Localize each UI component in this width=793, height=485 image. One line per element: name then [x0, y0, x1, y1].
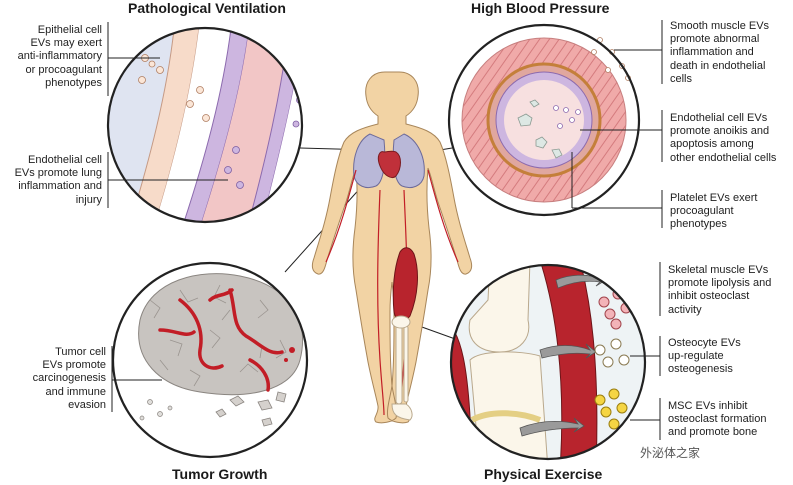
exercise-circle	[449, 263, 647, 461]
label-line: activity	[668, 303, 702, 316]
tumor-circle	[111, 261, 309, 459]
label-line: Tumor cell	[55, 346, 106, 358]
label-line: cells	[670, 72, 693, 85]
label-line: apoptosis among	[670, 138, 754, 151]
human-body	[311, 71, 473, 424]
label-line: osteoclast formation	[668, 413, 767, 426]
label-line: phenotypes	[670, 218, 727, 231]
label-line: Platelet EVs exert	[670, 192, 758, 204]
label-line: Osteocyte EVs	[668, 337, 741, 349]
label-line: evasion	[68, 398, 106, 411]
label-line: EVs may exert	[30, 37, 102, 50]
label-line: promote anoikis and	[670, 125, 770, 138]
label-line: phenotypes	[45, 76, 102, 89]
label-smooth-muscle-evs: Smooth muscle EVs promote abnormal infla…	[670, 20, 792, 86]
label-line: and promote bone	[668, 426, 758, 439]
title-pathological-ventilation: Pathological Ventilation	[128, 0, 286, 16]
label-platelet-evs: Platelet EVs exert procoagulant phenotyp…	[670, 192, 792, 232]
label-line: Epithelial cell	[37, 24, 102, 36]
label-line: promote lipolysis and	[668, 277, 772, 290]
title-tumor-growth: Tumor Growth	[172, 466, 268, 482]
label-osteocyte-evs: Osteocyte EVs up-regulate osteogenesis	[668, 337, 792, 377]
label-line: anti-inflammatory	[17, 50, 102, 63]
label-line: promote abnormal	[670, 33, 760, 46]
label-line: MSC EVs inhibit	[668, 400, 748, 412]
label-endothelial-lung-evs: Endothelial cell EVs promote lung inflam…	[0, 154, 102, 207]
label-line: Endothelial cell EVs	[670, 112, 768, 124]
label-line: procoagulant	[670, 205, 734, 218]
ventilation-circle	[106, 26, 304, 224]
label-line: EVs promote	[42, 359, 106, 372]
label-line: osteogenesis	[668, 363, 733, 376]
label-line: death in endothelial	[670, 59, 766, 72]
label-msc-evs: MSC EVs inhibit osteoclast formation and…	[668, 400, 792, 440]
label-line: carcinogenesis	[32, 372, 106, 385]
label-skeletal-muscle-evs: Skeletal muscle EVs promote lipolysis an…	[668, 264, 792, 317]
label-line: injury	[75, 193, 102, 206]
heart	[377, 150, 401, 179]
watermark: 外泌体之家	[640, 446, 701, 460]
label-line: EVs promote lung	[14, 167, 102, 180]
thigh-muscle	[392, 247, 418, 322]
label-line: and immune	[45, 385, 106, 398]
label-line: inflammation and	[670, 46, 754, 59]
label-line: Endothelial cell	[28, 154, 102, 166]
label-line: up-regulate	[668, 350, 724, 363]
blood-pressure-circle	[447, 23, 641, 217]
label-line: other endothelial cells	[670, 151, 777, 164]
title-high-blood-pressure: High Blood Pressure	[471, 0, 610, 16]
label-line: or procoagulant	[25, 63, 102, 76]
label-tumor-cell-evs: Tumor cell EVs promote carcinogenesis an…	[10, 346, 106, 412]
label-endothelial-anoikis-evs: Endothelial cell EVs promote anoikis and…	[670, 112, 792, 165]
label-line: inflammation and	[18, 180, 102, 193]
callout-lines	[107, 20, 663, 440]
label-line: inhibit osteoclast	[668, 290, 750, 303]
title-physical-exercise: Physical Exercise	[484, 466, 603, 482]
label-epithelial-evs: Epithelial cell EVs may exert anti-infla…	[2, 24, 102, 90]
label-line: Skeletal muscle EVs	[668, 264, 769, 276]
label-line: Smooth muscle EVs	[670, 20, 770, 32]
